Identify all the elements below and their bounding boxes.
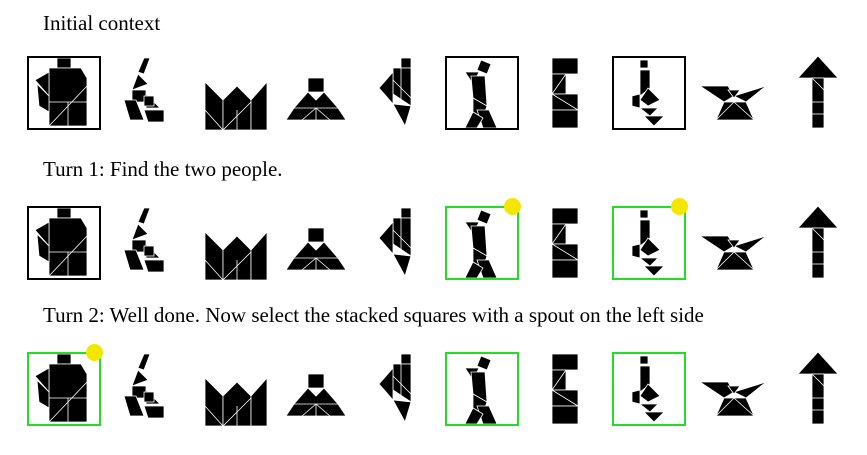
person-2-shape (631, 59, 665, 127)
tangram-rabbit[interactable] (110, 346, 190, 426)
crown-shape (204, 230, 268, 280)
rabbit-shape (123, 57, 165, 123)
crown-shape (204, 80, 268, 130)
tangram-swallow[interactable] (694, 200, 774, 280)
swallow-shape (698, 381, 767, 417)
teapot-frame-black (27, 206, 101, 280)
teapot-marker-dot (86, 344, 103, 361)
person-2-marker-dot (671, 198, 688, 215)
rabbit-shape (123, 353, 165, 419)
person-2-shape (631, 355, 665, 423)
tangram-teapot[interactable] (25, 50, 105, 130)
mountain-shape (285, 77, 347, 121)
person-1-shape (464, 209, 498, 279)
mountain-shape (285, 373, 347, 417)
person-2-frame-green (612, 352, 686, 426)
tangram-rabbit[interactable] (110, 200, 190, 280)
person-2-shape (631, 209, 665, 277)
tangram-crown[interactable] (193, 50, 273, 130)
column-shape (551, 353, 579, 425)
teapot-shape (34, 57, 88, 127)
tangram-mountain[interactable] (276, 50, 356, 130)
arrow-shape (797, 55, 839, 129)
arrow-shape (797, 205, 839, 279)
row-turn-2 (0, 344, 867, 426)
bird-shape (378, 207, 412, 278)
tangram-person-2[interactable] (610, 198, 690, 280)
teapot-shape (34, 353, 88, 423)
row-initial-context (0, 50, 867, 130)
teapot-shape (34, 207, 88, 277)
bird-shape (378, 353, 412, 424)
tangram-bird[interactable] (359, 200, 439, 280)
rabbit-shape (123, 207, 165, 273)
tangram-column[interactable] (526, 200, 606, 280)
arrow-shape (797, 351, 839, 425)
tangram-crown[interactable] (193, 346, 273, 426)
mountain-shape (285, 227, 347, 271)
tangram-swallow[interactable] (694, 50, 774, 130)
tangram-swallow[interactable] (694, 346, 774, 426)
tangram-teapot[interactable] (25, 344, 105, 426)
teapot-frame-black (27, 56, 101, 130)
tangram-arrow[interactable] (778, 346, 858, 426)
person-1-shape (464, 355, 498, 425)
tangram-arrow[interactable] (778, 50, 858, 130)
tangram-column[interactable] (526, 346, 606, 426)
row-turn-1 (0, 198, 867, 280)
person-1-frame-green (445, 352, 519, 426)
person-1-marker-dot (504, 198, 521, 215)
tangram-arrow[interactable] (778, 200, 858, 280)
bird-shape (378, 57, 412, 128)
column-shape (551, 57, 579, 129)
teapot-frame-green (27, 352, 101, 426)
tangram-column[interactable] (526, 50, 606, 130)
crown-shape (204, 376, 268, 426)
tangram-rabbit[interactable] (110, 50, 190, 130)
tangram-person-1[interactable] (443, 346, 523, 426)
tangram-person-1[interactable] (443, 198, 523, 280)
person-1-shape (464, 59, 498, 129)
tangram-person-2[interactable] (610, 346, 690, 426)
person-1-frame-green (445, 206, 519, 280)
person-2-frame-black (612, 56, 686, 130)
tangram-mountain[interactable] (276, 200, 356, 280)
tangram-person-1[interactable] (443, 50, 523, 130)
tangram-mountain[interactable] (276, 346, 356, 426)
tangram-bird[interactable] (359, 50, 439, 130)
tangram-person-2[interactable] (610, 50, 690, 130)
swallow-shape (698, 85, 767, 121)
person-2-frame-green (612, 206, 686, 280)
heading-initial-context: Initial context (43, 11, 161, 35)
tangram-teapot[interactable] (25, 200, 105, 280)
heading-turn-2: Turn 2: Well done. Now select the stacke… (43, 303, 704, 327)
column-shape (551, 207, 579, 279)
heading-turn-1: Turn 1: Find the two people. (43, 157, 283, 181)
tangram-crown[interactable] (193, 200, 273, 280)
swallow-shape (698, 235, 767, 271)
tangram-bird[interactable] (359, 346, 439, 426)
person-1-frame-black (445, 56, 519, 130)
